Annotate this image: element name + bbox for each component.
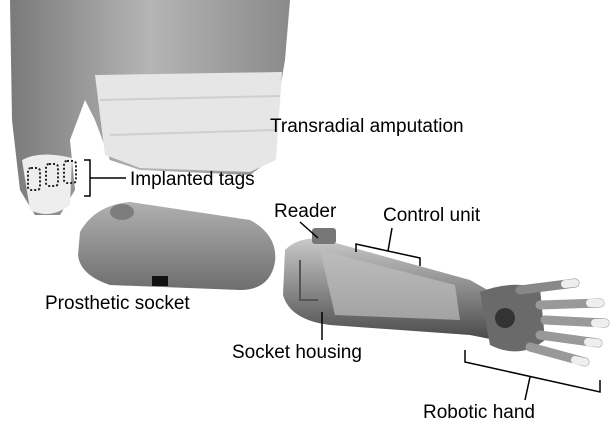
label-implanted-tags: Implanted tags [130, 169, 255, 190]
robotic-hand [480, 278, 610, 367]
label-socket-housing: Socket housing [232, 342, 362, 363]
robotic-hand-bracket [464, 350, 601, 401]
label-reader: Reader [274, 201, 337, 222]
reader-device [312, 228, 336, 244]
label-robotic-hand: Robotic hand [423, 402, 535, 423]
label-transradial-amputation: Transradial amputation [270, 116, 464, 137]
robotic-arm [283, 228, 610, 367]
control-unit-bracket [355, 227, 421, 266]
bandage [95, 72, 282, 172]
prosthetic-socket [78, 202, 276, 290]
socket-tag [152, 276, 168, 286]
implanted-tags [27, 160, 77, 191]
label-control-unit: Control unit [383, 205, 481, 226]
tags-leader-line [84, 159, 126, 197]
control-unit [320, 250, 460, 320]
label-prosthetic-socket: Prosthetic socket [45, 293, 190, 314]
reader-leader-line [299, 221, 319, 239]
